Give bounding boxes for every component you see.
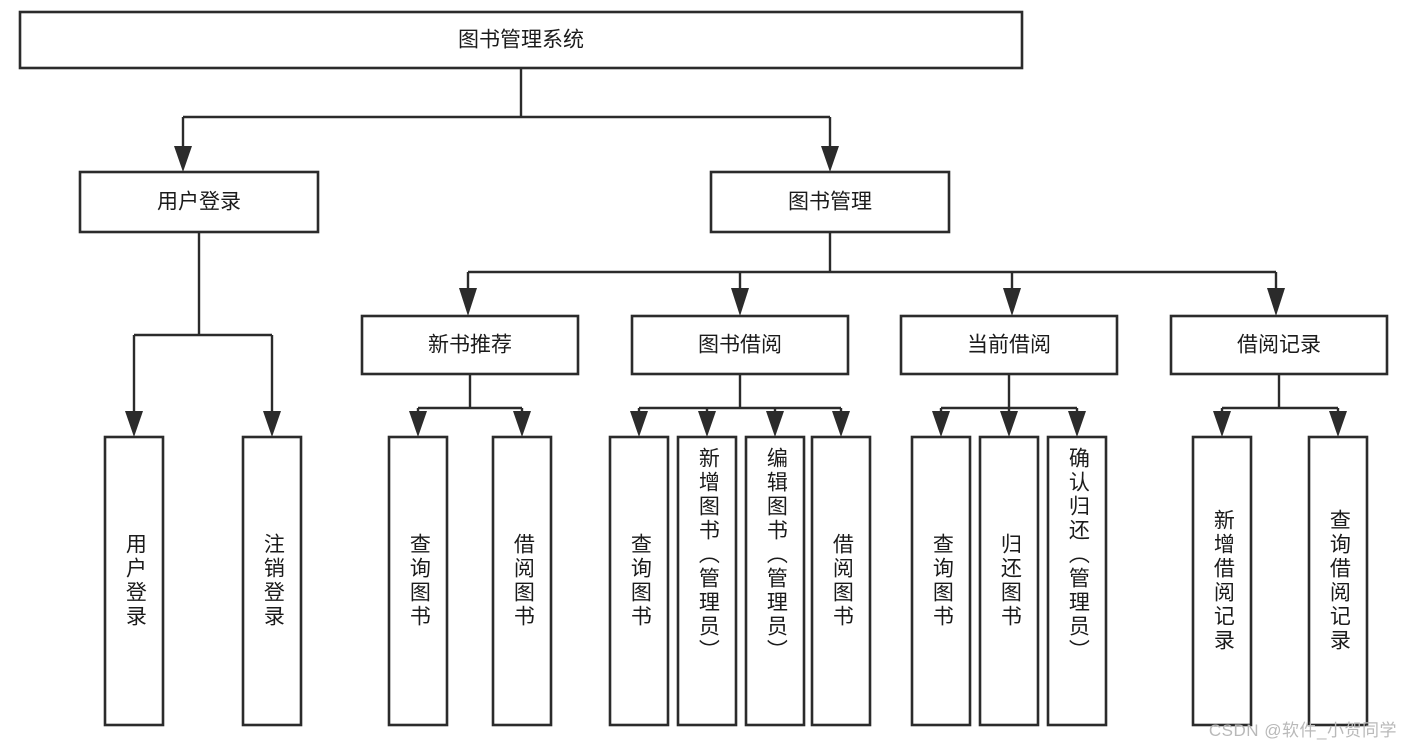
node-user-login-box[interactable] — [78, 170, 320, 234]
arrowhead-bookborrow-leaf-4 — [832, 411, 850, 437]
leaf-box-user-login[interactable] — [103, 435, 165, 727]
node-book-manage[interactable]: 图书管理 — [709, 170, 951, 234]
arrowhead-borrow-records — [1267, 288, 1285, 316]
node-book-borrow-box[interactable] — [630, 314, 850, 376]
arrowhead-bookborrow-leaf-3 — [766, 411, 784, 437]
node-borrow-records[interactable]: 借阅记录 — [1169, 314, 1389, 376]
arrowhead-current-borrow — [1003, 288, 1021, 316]
arrowhead-user-login — [174, 146, 192, 172]
node-book-manage-box[interactable] — [709, 170, 951, 234]
connectors-group — [125, 68, 1347, 437]
node-root-box[interactable] — [18, 10, 1024, 70]
arrowhead-currentborrow-leaf-3 — [1068, 411, 1086, 437]
arrowhead-currentborrow-leaf-2 — [1000, 411, 1018, 437]
node-book-borrow[interactable]: 图书借阅 — [630, 314, 850, 376]
leaf-box-current-return[interactable] — [978, 435, 1040, 727]
leaf-box-borrow-lend[interactable] — [810, 435, 872, 727]
node-new-book-recommend-box[interactable] — [360, 314, 580, 376]
node-user-login[interactable]: 用户登录 — [78, 170, 320, 234]
node-book-borrow-label: 图书借阅 — [698, 334, 782, 357]
node-user-login-label: 用户登录 — [157, 191, 241, 214]
node-root-label: 图书管理系统 — [458, 29, 584, 52]
arrowhead-leaf-user-login — [125, 411, 143, 437]
leaf-box-current-query[interactable] — [910, 435, 972, 727]
leaf-boxes-group — [103, 435, 1369, 727]
leaf-box-record-query[interactable] — [1307, 435, 1369, 727]
leaf-box-borrow-query[interactable] — [608, 435, 670, 727]
arrowhead-bookborrow-leaf-1 — [630, 411, 648, 437]
arrowhead-currentborrow-leaf-1 — [932, 411, 950, 437]
node-new-book-recommend[interactable]: 新书推荐 — [360, 314, 580, 376]
node-current-borrow[interactable]: 当前借阅 — [899, 314, 1119, 376]
arrowhead-leaf-logout — [263, 411, 281, 437]
leaf-box-logout[interactable] — [241, 435, 303, 727]
arrowhead-newbook-leaf-2 — [513, 411, 531, 437]
node-new-book-recommend-label: 新书推荐 — [428, 334, 512, 357]
arrowhead-borrowrecords-leaf-2 — [1329, 411, 1347, 437]
leaf-box-record-add[interactable] — [1191, 435, 1253, 727]
node-current-borrow-label: 当前借阅 — [967, 334, 1051, 357]
arrowhead-bookborrow-leaf-2 — [698, 411, 716, 437]
csdn-watermark: CSDN @软件_小贺同学 — [1208, 721, 1397, 740]
leaf-box-current-confirm[interactable] — [1046, 435, 1108, 727]
arrowhead-new-book-recommend — [459, 288, 477, 316]
leaf-box-newbook-borrow[interactable] — [491, 435, 553, 727]
leaf-box-borrow-add[interactable] — [676, 435, 738, 727]
arrowhead-book-borrow — [731, 288, 749, 316]
node-book-manage-label: 图书管理 — [788, 191, 872, 214]
leaf-box-borrow-edit[interactable] — [744, 435, 806, 727]
node-current-borrow-box[interactable] — [899, 314, 1119, 376]
arrowhead-borrowrecords-leaf-1 — [1213, 411, 1231, 437]
node-root[interactable]: 图书管理系统 — [18, 10, 1024, 70]
leaf-box-newbook-query[interactable] — [387, 435, 449, 727]
arrowhead-book-manage — [821, 146, 839, 172]
node-borrow-records-box[interactable] — [1169, 314, 1389, 376]
node-borrow-records-label: 借阅记录 — [1237, 334, 1321, 357]
arrowhead-newbook-leaf-1 — [409, 411, 427, 437]
